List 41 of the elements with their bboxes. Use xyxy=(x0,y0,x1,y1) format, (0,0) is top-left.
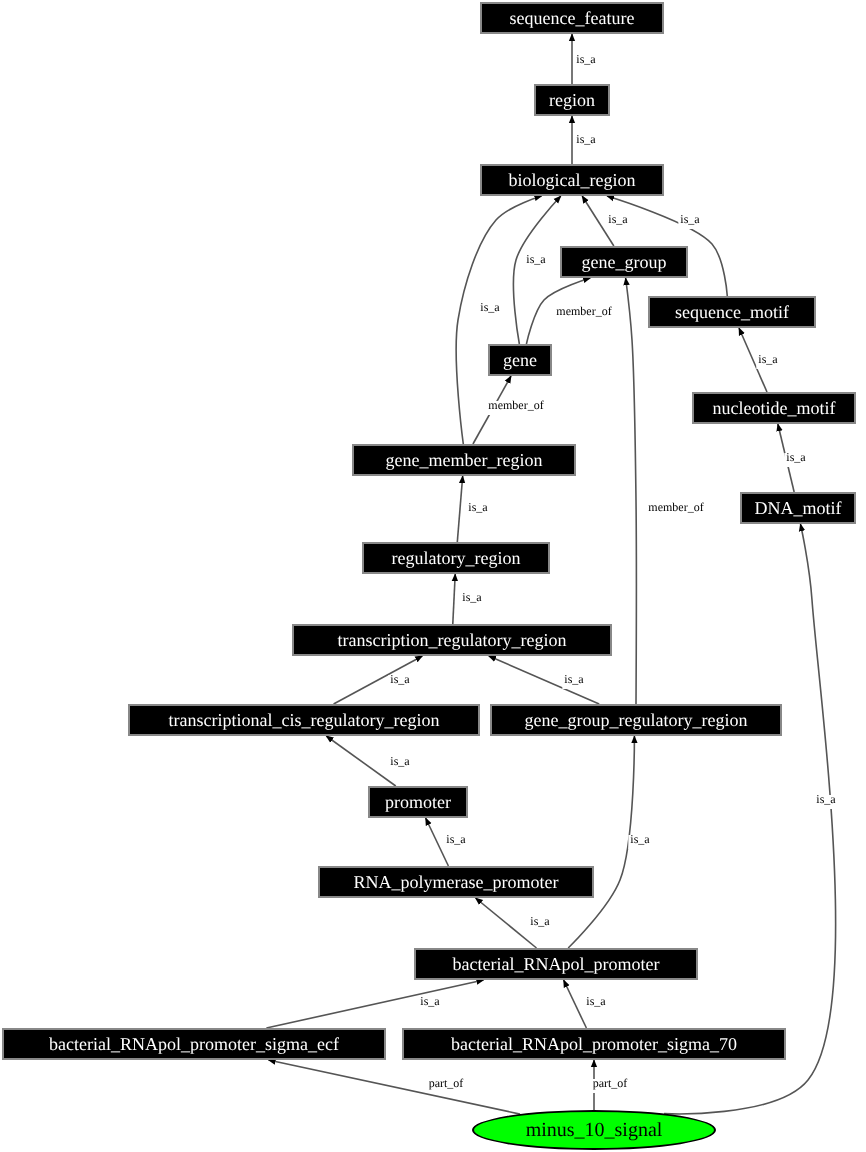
term-box: bacterial_RNApol_promoter xyxy=(414,948,698,980)
term-box: region xyxy=(534,84,610,116)
term-box: nucleotide_motif xyxy=(692,392,856,424)
arrow xyxy=(456,475,466,543)
term-box: bacterial_RNApol_promoter_sigma_ecf xyxy=(2,1028,386,1060)
arrow xyxy=(267,1058,521,1115)
term-box: promoter xyxy=(368,786,468,818)
term-box: gene_member_region xyxy=(352,444,576,476)
term-box: sequence_motif xyxy=(648,296,816,328)
term-box: regulatory_region xyxy=(362,542,550,574)
arrow xyxy=(332,655,424,705)
term-box: sequence_feature xyxy=(480,2,664,34)
arrow xyxy=(265,978,485,1029)
arrow xyxy=(525,277,592,345)
term-box: transcriptional_cis_regulatory_region xyxy=(128,704,480,736)
arrow xyxy=(738,327,768,393)
arrow xyxy=(776,423,795,493)
arrow xyxy=(562,979,588,1029)
arrow xyxy=(581,195,615,247)
arrow xyxy=(606,195,729,297)
arrow xyxy=(568,115,576,165)
term-box: bacterial_RNApol_promoter_sigma_70 xyxy=(402,1028,786,1060)
term-box: gene_group_regulatory_region xyxy=(490,704,782,736)
ellipse-node: minus_10_signal xyxy=(472,1110,716,1150)
term-box: RNA_polymerase_promoter xyxy=(318,866,594,898)
arrow xyxy=(325,735,397,787)
arrow xyxy=(663,523,837,1115)
arrow xyxy=(488,655,600,705)
term-box: gene xyxy=(488,344,552,376)
arrow xyxy=(567,735,638,949)
arrow xyxy=(451,573,459,625)
arrow xyxy=(568,33,576,85)
term-box: transcription_regulatory_region xyxy=(292,624,612,656)
term-box: DNA_motif xyxy=(740,492,856,524)
arrow xyxy=(455,195,543,445)
arrow xyxy=(512,195,562,345)
arrow xyxy=(623,277,638,705)
arrow xyxy=(424,817,450,867)
term-box: biological_region xyxy=(480,164,664,196)
term-box: gene_group xyxy=(560,246,688,278)
arrow xyxy=(474,897,538,949)
